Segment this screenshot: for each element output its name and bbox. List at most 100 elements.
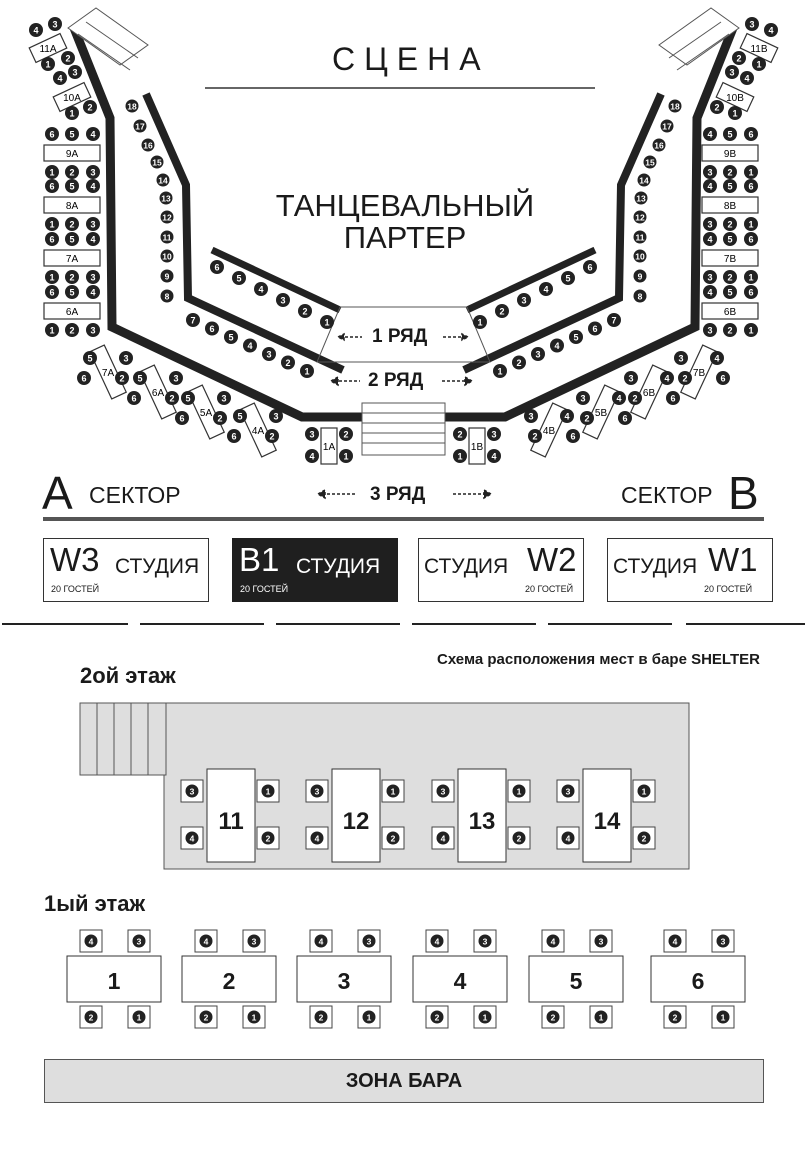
- seat-6[interactable]: [588, 321, 602, 336]
- seat-5[interactable]: [723, 179, 737, 193]
- seat-17[interactable]: [133, 119, 147, 133]
- seat-4[interactable]: [436, 831, 450, 845]
- seat-4[interactable]: [199, 934, 213, 948]
- seat-4[interactable]: [703, 179, 717, 193]
- table-14[interactable]: [582, 768, 632, 863]
- seat-17[interactable]: [660, 119, 674, 133]
- seat-2[interactable]: [723, 217, 737, 231]
- seat-1[interactable]: [362, 1010, 376, 1024]
- seat-5[interactable]: [65, 232, 79, 246]
- seat-1[interactable]: [65, 106, 79, 120]
- seat-4[interactable]: [84, 934, 98, 948]
- seat-5[interactable]: [723, 285, 737, 299]
- seat-3[interactable]: [674, 351, 688, 365]
- seat-14[interactable]: [156, 173, 170, 187]
- seat-6[interactable]: [227, 429, 241, 443]
- seat-2[interactable]: [546, 1010, 560, 1024]
- seat-2[interactable]: [637, 831, 651, 845]
- seat-1[interactable]: [493, 364, 507, 378]
- table-3[interactable]: [296, 955, 392, 1003]
- seat-3[interactable]: [745, 17, 759, 31]
- seat-2[interactable]: [710, 100, 724, 114]
- table-13[interactable]: [457, 768, 507, 863]
- seat-1[interactable]: [594, 1010, 608, 1024]
- seat-3[interactable]: [703, 165, 717, 179]
- seat-6[interactable]: [127, 391, 141, 405]
- seat-5[interactable]: [224, 330, 238, 344]
- lodge-4B[interactable]: 4B: [529, 402, 569, 458]
- seat-14[interactable]: [637, 173, 651, 187]
- seat-2[interactable]: [65, 323, 79, 337]
- seat-2[interactable]: [678, 371, 692, 385]
- seat-1[interactable]: [300, 364, 314, 378]
- seat-4[interactable]: [560, 409, 574, 423]
- seat-2[interactable]: [732, 51, 746, 65]
- table-4[interactable]: [412, 955, 508, 1003]
- seat-10[interactable]: [633, 249, 647, 263]
- seat-3[interactable]: [185, 784, 199, 798]
- seat-4[interactable]: [86, 179, 100, 193]
- seat-5[interactable]: [181, 391, 195, 405]
- seat-6[interactable]: [45, 127, 59, 141]
- seat-6[interactable]: [744, 179, 758, 193]
- seat-4[interactable]: [710, 351, 724, 365]
- seat-6[interactable]: [744, 285, 758, 299]
- seat-2[interactable]: [339, 427, 353, 441]
- seat-3[interactable]: [262, 347, 276, 361]
- seat-3[interactable]: [624, 371, 638, 385]
- seat-1[interactable]: [45, 270, 59, 284]
- seat-5[interactable]: [723, 232, 737, 246]
- seat-6[interactable]: [210, 260, 224, 274]
- lodge-7B[interactable]: 7B: [679, 344, 719, 400]
- seat-1[interactable]: [744, 270, 758, 284]
- seat-2[interactable]: [430, 1010, 444, 1024]
- seat-2[interactable]: [528, 429, 542, 443]
- seat-3[interactable]: [48, 17, 62, 31]
- seat-4[interactable]: [612, 391, 626, 405]
- seat-6[interactable]: [77, 371, 91, 385]
- seat-9[interactable]: [160, 269, 174, 283]
- lodge-4A[interactable]: 4A: [238, 402, 278, 458]
- seat-6[interactable]: [566, 429, 580, 443]
- seat-6[interactable]: [716, 371, 730, 385]
- table-11[interactable]: [206, 768, 256, 863]
- seat-11[interactable]: [633, 230, 647, 244]
- seat-6[interactable]: [744, 127, 758, 141]
- seat-4[interactable]: [546, 934, 560, 948]
- seat-3[interactable]: [169, 371, 183, 385]
- seat-18[interactable]: [668, 99, 682, 113]
- seat-3[interactable]: [68, 65, 82, 79]
- seat-16[interactable]: [141, 138, 155, 152]
- seat-2[interactable]: [314, 1010, 328, 1024]
- seat-2[interactable]: [723, 165, 737, 179]
- seat-6[interactable]: [744, 232, 758, 246]
- seat-18[interactable]: [125, 99, 139, 113]
- seat-4[interactable]: [53, 71, 67, 85]
- seat-2[interactable]: [61, 51, 75, 65]
- seat-15[interactable]: [150, 155, 164, 169]
- seat-6[interactable]: [45, 232, 59, 246]
- seat-3[interactable]: [487, 427, 501, 441]
- seat-1[interactable]: [320, 315, 334, 329]
- seat-5[interactable]: [233, 409, 247, 423]
- studio-w3[interactable]: W3 СТУДИЯ 20 ГОСТЕЙ: [43, 538, 209, 602]
- seat-8[interactable]: [160, 289, 174, 303]
- seat-2[interactable]: [512, 831, 526, 845]
- lodge-8A[interactable]: 8A: [43, 196, 101, 214]
- seat-2[interactable]: [512, 355, 526, 370]
- seat-1[interactable]: [744, 165, 758, 179]
- seat-1[interactable]: [473, 315, 487, 329]
- seat-6[interactable]: [205, 321, 219, 336]
- lodge-11B[interactable]: 11B: [739, 32, 779, 65]
- seat-1[interactable]: [744, 217, 758, 231]
- seat-9[interactable]: [633, 269, 647, 283]
- seat-2[interactable]: [453, 427, 467, 441]
- seat-12[interactable]: [160, 210, 174, 224]
- lodge-5A[interactable]: 5A: [186, 384, 226, 440]
- seat-1[interactable]: [453, 449, 467, 463]
- seat-3[interactable]: [594, 934, 608, 948]
- seat-4[interactable]: [86, 127, 100, 141]
- seat-3[interactable]: [132, 934, 146, 948]
- seat-4[interactable]: [310, 831, 324, 845]
- seat-1[interactable]: [45, 217, 59, 231]
